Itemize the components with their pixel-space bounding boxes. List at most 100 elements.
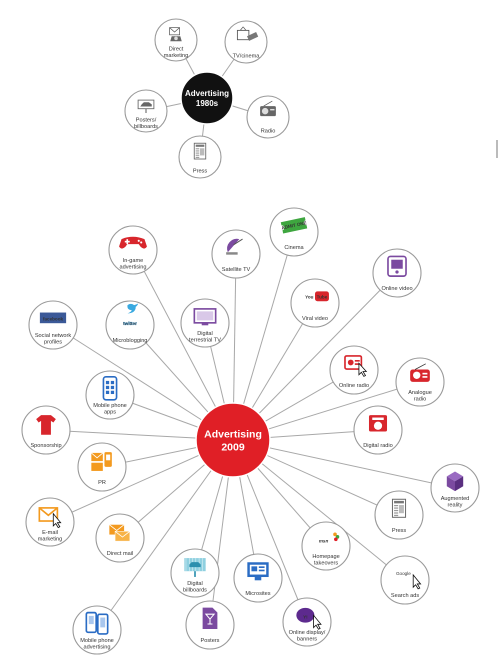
tv-film-icon <box>236 26 259 41</box>
node-label: Cinema <box>284 245 304 251</box>
node-label: Digital radio <box>363 443 393 449</box>
hub-title-line1: Advertising <box>185 89 229 98</box>
google-logo-icon: Google <box>396 571 422 590</box>
football-shirt-icon <box>36 415 56 435</box>
node-label: Press <box>392 528 407 534</box>
node-circle <box>224 20 268 64</box>
node-car-billboard: Posters/billboards <box>124 89 168 133</box>
mobile-phones-icon <box>85 611 109 635</box>
twitter-logo-icon: twitter <box>123 303 139 326</box>
flat-tv-icon <box>193 308 217 326</box>
envelopes-icon <box>109 524 131 542</box>
node-label: marketing <box>38 536 63 542</box>
hub-title-line2: 1980s <box>196 99 219 108</box>
node-circle <box>290 278 340 328</box>
node-label: marketing <box>164 53 189 59</box>
youtube-logo-tube: Tube <box>317 295 328 300</box>
node-yahoo-logo: Y! Online display/banners <box>282 597 332 647</box>
envelopes-phone-icon <box>91 452 112 471</box>
online-radio-icon <box>344 355 368 377</box>
node-label: Online video <box>381 286 412 292</box>
node-circle <box>380 555 430 605</box>
node-digital-radio: Digital radio <box>353 405 403 455</box>
youtube-logo-you: You <box>305 295 314 300</box>
node-label: Satellite TV <box>222 267 251 273</box>
node-label: Direct <box>169 46 184 52</box>
node-label: Online display/ <box>289 630 326 636</box>
node-label: takeovers <box>314 560 338 566</box>
node-label: banners <box>297 636 317 642</box>
node-label: Viral video <box>302 316 328 322</box>
ticket-icon: ADMIT ONE <box>280 217 308 234</box>
node-circle <box>269 207 319 257</box>
node-envelopes-phone: PR <box>77 442 127 492</box>
node-label: Posters <box>201 638 220 644</box>
connector-line <box>96 439 234 631</box>
node-newspaper: Press <box>374 490 424 540</box>
email-cursor-icon <box>38 507 62 529</box>
monitor-icon <box>247 562 269 581</box>
telephone-letter-icon <box>169 27 182 42</box>
newspaper-icon <box>193 142 207 160</box>
node-label: profiles <box>44 339 62 345</box>
node-label: Sponsorship <box>30 443 61 449</box>
node-label: Direct mail <box>107 551 133 557</box>
node-circle <box>105 300 155 350</box>
digital-billboard-icon <box>184 558 206 577</box>
digital-radio-icon <box>368 415 388 432</box>
facebook-logo-text: facebook <box>43 317 64 322</box>
node-label: Augmented <box>441 496 470 502</box>
car-billboard-icon <box>137 99 155 114</box>
node-football-shirt: Sponsorship <box>21 405 71 455</box>
node-label: Mobile phone <box>80 638 114 644</box>
gamepad-icon <box>119 236 147 249</box>
node-label: Digital <box>197 331 213 337</box>
node-label: E-mail <box>42 530 58 536</box>
node-circle <box>25 497 75 547</box>
node-monitor: Microsites <box>233 553 283 603</box>
msn-logo-text: msn <box>319 539 329 544</box>
node-circle <box>246 95 290 139</box>
yahoo-logo-icon: Y! <box>296 607 322 630</box>
node-label: Analogue <box>408 390 432 396</box>
yahoo-logo-text: Y! <box>303 615 308 620</box>
satellite-dish-icon <box>226 238 243 255</box>
node-label: terrestrial TV <box>189 337 221 343</box>
node-radio: Radio <box>246 95 290 139</box>
node-video-player: Online video <box>372 248 422 298</box>
node-label: Posters/ <box>136 117 157 123</box>
node-circle <box>329 345 379 395</box>
node-circle <box>108 225 158 275</box>
node-label: Microsites <box>245 591 270 597</box>
node-label: PR <box>98 480 106 486</box>
node-ticket: ADMIT ONE Cinema <box>269 207 319 257</box>
node-label: In-game <box>123 258 144 264</box>
node-circle <box>395 357 445 407</box>
node-cocktail-poster: Posters <box>185 600 235 650</box>
node-label: advertising <box>83 644 110 650</box>
connector-line <box>232 272 398 441</box>
node-label: radio <box>414 396 426 402</box>
facebook-logo-icon: facebook <box>39 312 67 324</box>
node-label: reality <box>448 502 463 508</box>
twitter-logo-text: twitter <box>123 321 137 326</box>
msn-logo-icon: msn <box>319 532 340 544</box>
node-label: Homepage <box>312 554 339 560</box>
node-label: billboards <box>183 587 207 593</box>
